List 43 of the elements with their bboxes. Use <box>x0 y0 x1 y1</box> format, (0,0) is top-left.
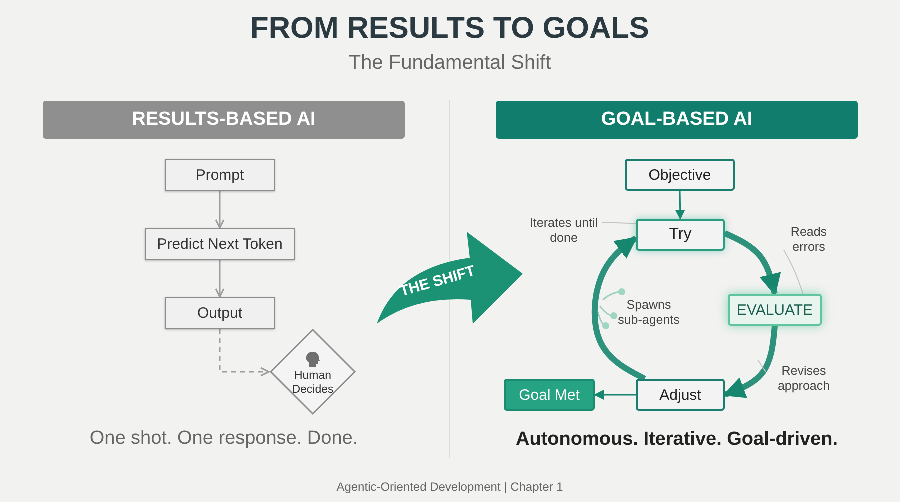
leader-line <box>602 222 636 224</box>
goal-box <box>504 379 595 411</box>
node-label: Goal Met <box>519 386 580 404</box>
node-label: Human Decides <box>291 368 335 396</box>
arrow <box>675 190 686 220</box>
arrow <box>594 390 636 400</box>
decision-diamond <box>269 328 357 416</box>
process-box <box>145 228 295 260</box>
leader-line <box>758 360 766 373</box>
annotation-text: Reads errors <box>784 223 834 257</box>
title: FROM RESULTS TO GOALS <box>250 12 650 46</box>
node-label: Predict Next Token <box>157 236 283 252</box>
arrow <box>215 191 225 229</box>
process-box <box>728 294 822 326</box>
process-box <box>636 219 725 251</box>
node-label: THE SHIFT <box>398 262 478 300</box>
arrow <box>219 329 270 377</box>
node-label: GOAL-BASED AI <box>601 109 753 131</box>
node-label: Prompt <box>196 166 244 184</box>
cycle-arrow <box>592 236 646 382</box>
node-label: Objective <box>648 166 712 184</box>
annotation-text: Revises approach <box>766 362 842 396</box>
annotation-text: Spawns sub-agents <box>617 298 681 328</box>
process-box <box>165 297 275 329</box>
process-box <box>625 159 735 191</box>
footer-caption: Agentic-Oriented Development | Chapter 1 <box>336 480 564 494</box>
node-label: Output <box>197 304 243 322</box>
leader-line <box>784 250 804 294</box>
subtitle: The Fundamental Shift <box>348 52 552 75</box>
section-header-band <box>496 101 858 139</box>
node-label: Adjust <box>660 386 702 404</box>
node-label: EVALUATE <box>736 302 814 318</box>
cycle-arrow <box>722 326 778 398</box>
tagline: Autonomous. Iterative. Goal-driven. <box>515 429 839 451</box>
arrow <box>215 260 225 298</box>
annotation-text: Iterates until done <box>526 214 602 248</box>
section-header-band <box>43 101 405 139</box>
node-label: Try <box>669 226 692 244</box>
tagline: One shot. One response. Done. <box>88 428 360 450</box>
process-box <box>636 379 725 411</box>
node-label: RESULTS-BASED AI <box>132 109 316 131</box>
process-box <box>165 159 275 191</box>
cycle-arrow <box>724 230 782 296</box>
